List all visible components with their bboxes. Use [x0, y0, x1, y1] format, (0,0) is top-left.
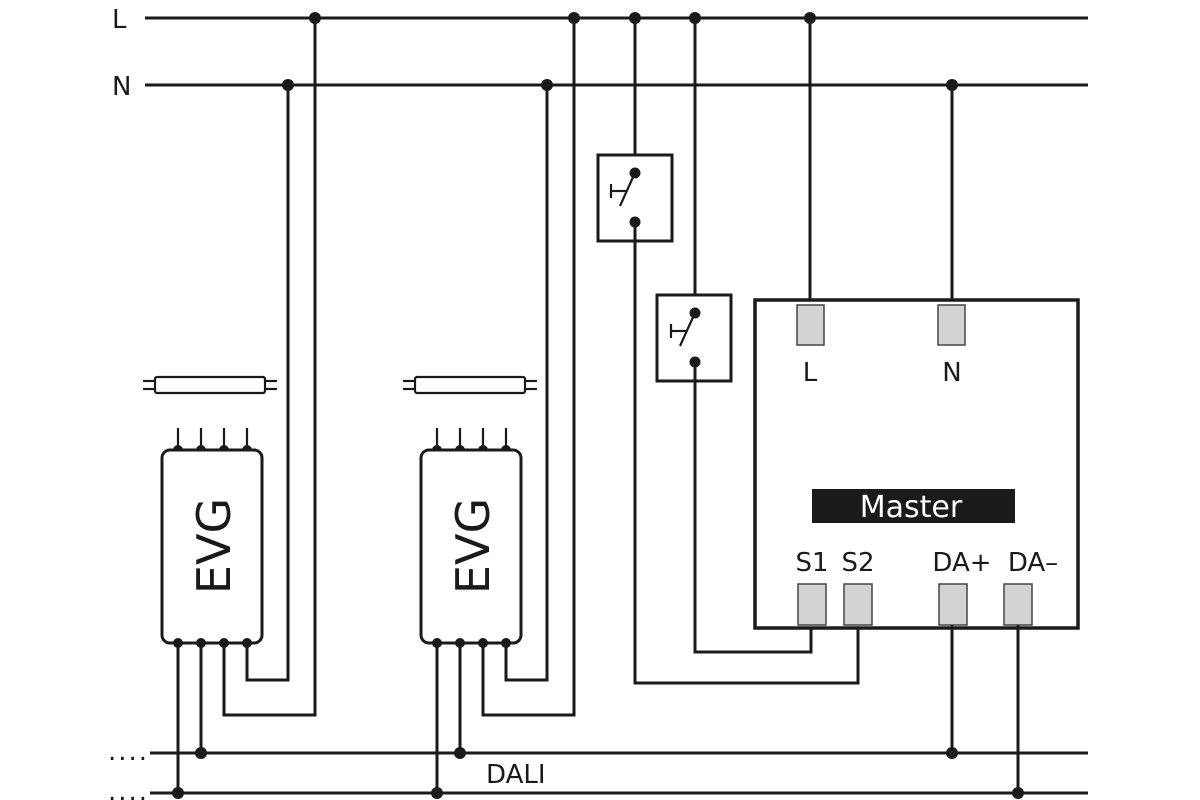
terminal-n	[937, 304, 966, 346]
dali-continuation-1: ....	[108, 737, 149, 767]
ballast-2: EVG	[403, 12, 580, 799]
rail-n-label: N	[112, 72, 131, 102]
terminal-da-plus-label: DA+	[932, 548, 991, 578]
master-title-bar	[812, 489, 1015, 523]
lamp-tube-1	[143, 375, 277, 395]
rail-l-label: L	[112, 5, 127, 35]
terminal-da-minus-label: DA–	[1008, 548, 1058, 578]
push-button-1	[596, 12, 860, 685]
terminal-da-minus	[1003, 583, 1033, 626]
terminal-s1-label: S1	[795, 548, 828, 578]
terminal-l	[796, 304, 825, 346]
evg-box-2	[419, 448, 523, 645]
lamp-tube-2	[403, 375, 537, 395]
terminal-s1	[797, 583, 827, 626]
evg-label-2: EVG	[446, 498, 500, 594]
master-module: L N Master S1 S2 DA+ DA–	[753, 12, 1080, 799]
evg-box-1	[160, 448, 264, 645]
terminal-da-plus	[938, 583, 968, 626]
terminal-n-label: N	[942, 358, 961, 388]
push-button-2	[655, 12, 813, 654]
dali-label: DALI	[486, 760, 546, 790]
ballast-1: EVG	[143, 12, 321, 799]
evg-label-1: EVG	[187, 498, 241, 594]
dali-continuation-2: ....	[108, 777, 149, 800]
terminal-s2-label: S2	[841, 548, 874, 578]
terminal-s2	[843, 583, 873, 626]
master-title: Master	[860, 490, 963, 525]
terminal-l-label: L	[803, 358, 818, 388]
